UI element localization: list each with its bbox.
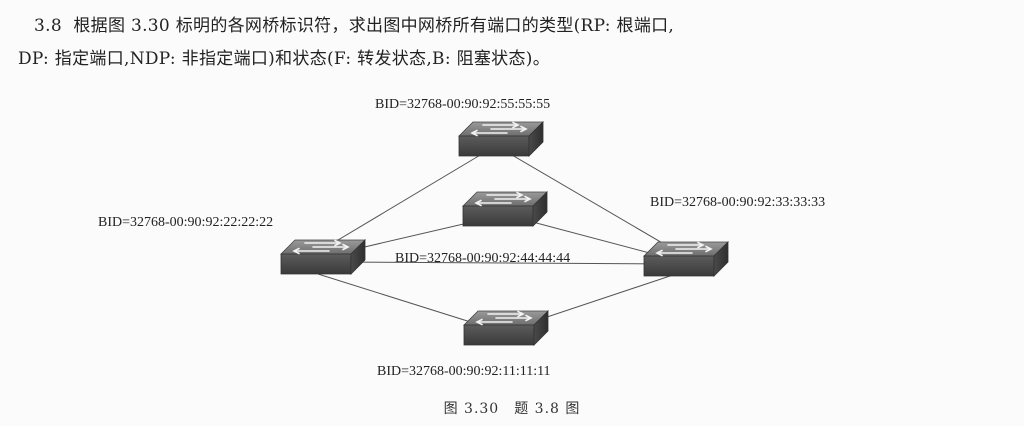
question-text: 3.8 根据图 3.30 标明的各网桥标识符，求出图中网桥所有端口的类型(RP:…	[18, 10, 1008, 76]
links	[317, 147, 689, 331]
bridge-bottom-label: BID=32768-00:90:92:11:11:11	[377, 364, 551, 379]
bridge-bottom-switch-icon	[463, 310, 549, 346]
bridge-middle-label: BID=32768-00:90:92:44:44:44	[395, 251, 570, 266]
question-number: 3.8	[34, 16, 62, 36]
question-line-1-text: 根据图 3.30 标明的各网桥标识符，求出图中网桥所有端口的类型(RP: 根端口…	[73, 16, 675, 36]
bridge-right-label: BID=32768-00:90:92:33:33:33	[650, 195, 825, 210]
figure-caption: 图 3.30 题 3.8 图	[443, 401, 581, 417]
bridge-top-label: BID=32768-00:90:92:55:55:55	[375, 97, 550, 112]
link-left-right	[329, 261, 677, 265]
bridge-top-switch-icon	[458, 121, 544, 157]
bridge-middle-switch-icon	[462, 191, 548, 227]
bridge-left-switch-icon	[280, 239, 366, 275]
bridge-left-label: BID=32768-00:90:92:22:22:22	[98, 215, 273, 230]
question-line-1: 3.8 根据图 3.30 标明的各网桥标识符，求出图中网桥所有端口的类型(RP:…	[18, 10, 1008, 43]
question-line-2: DP: 指定端口,NDP: 非指定端口)和状态(F: 转发状态,B: 阻塞状态)…	[18, 49, 551, 69]
bridge-right-switch-icon	[643, 241, 729, 277]
link-top-right	[499, 147, 689, 259]
link-left-bottom	[317, 273, 497, 331]
link-left-top	[317, 147, 493, 253]
